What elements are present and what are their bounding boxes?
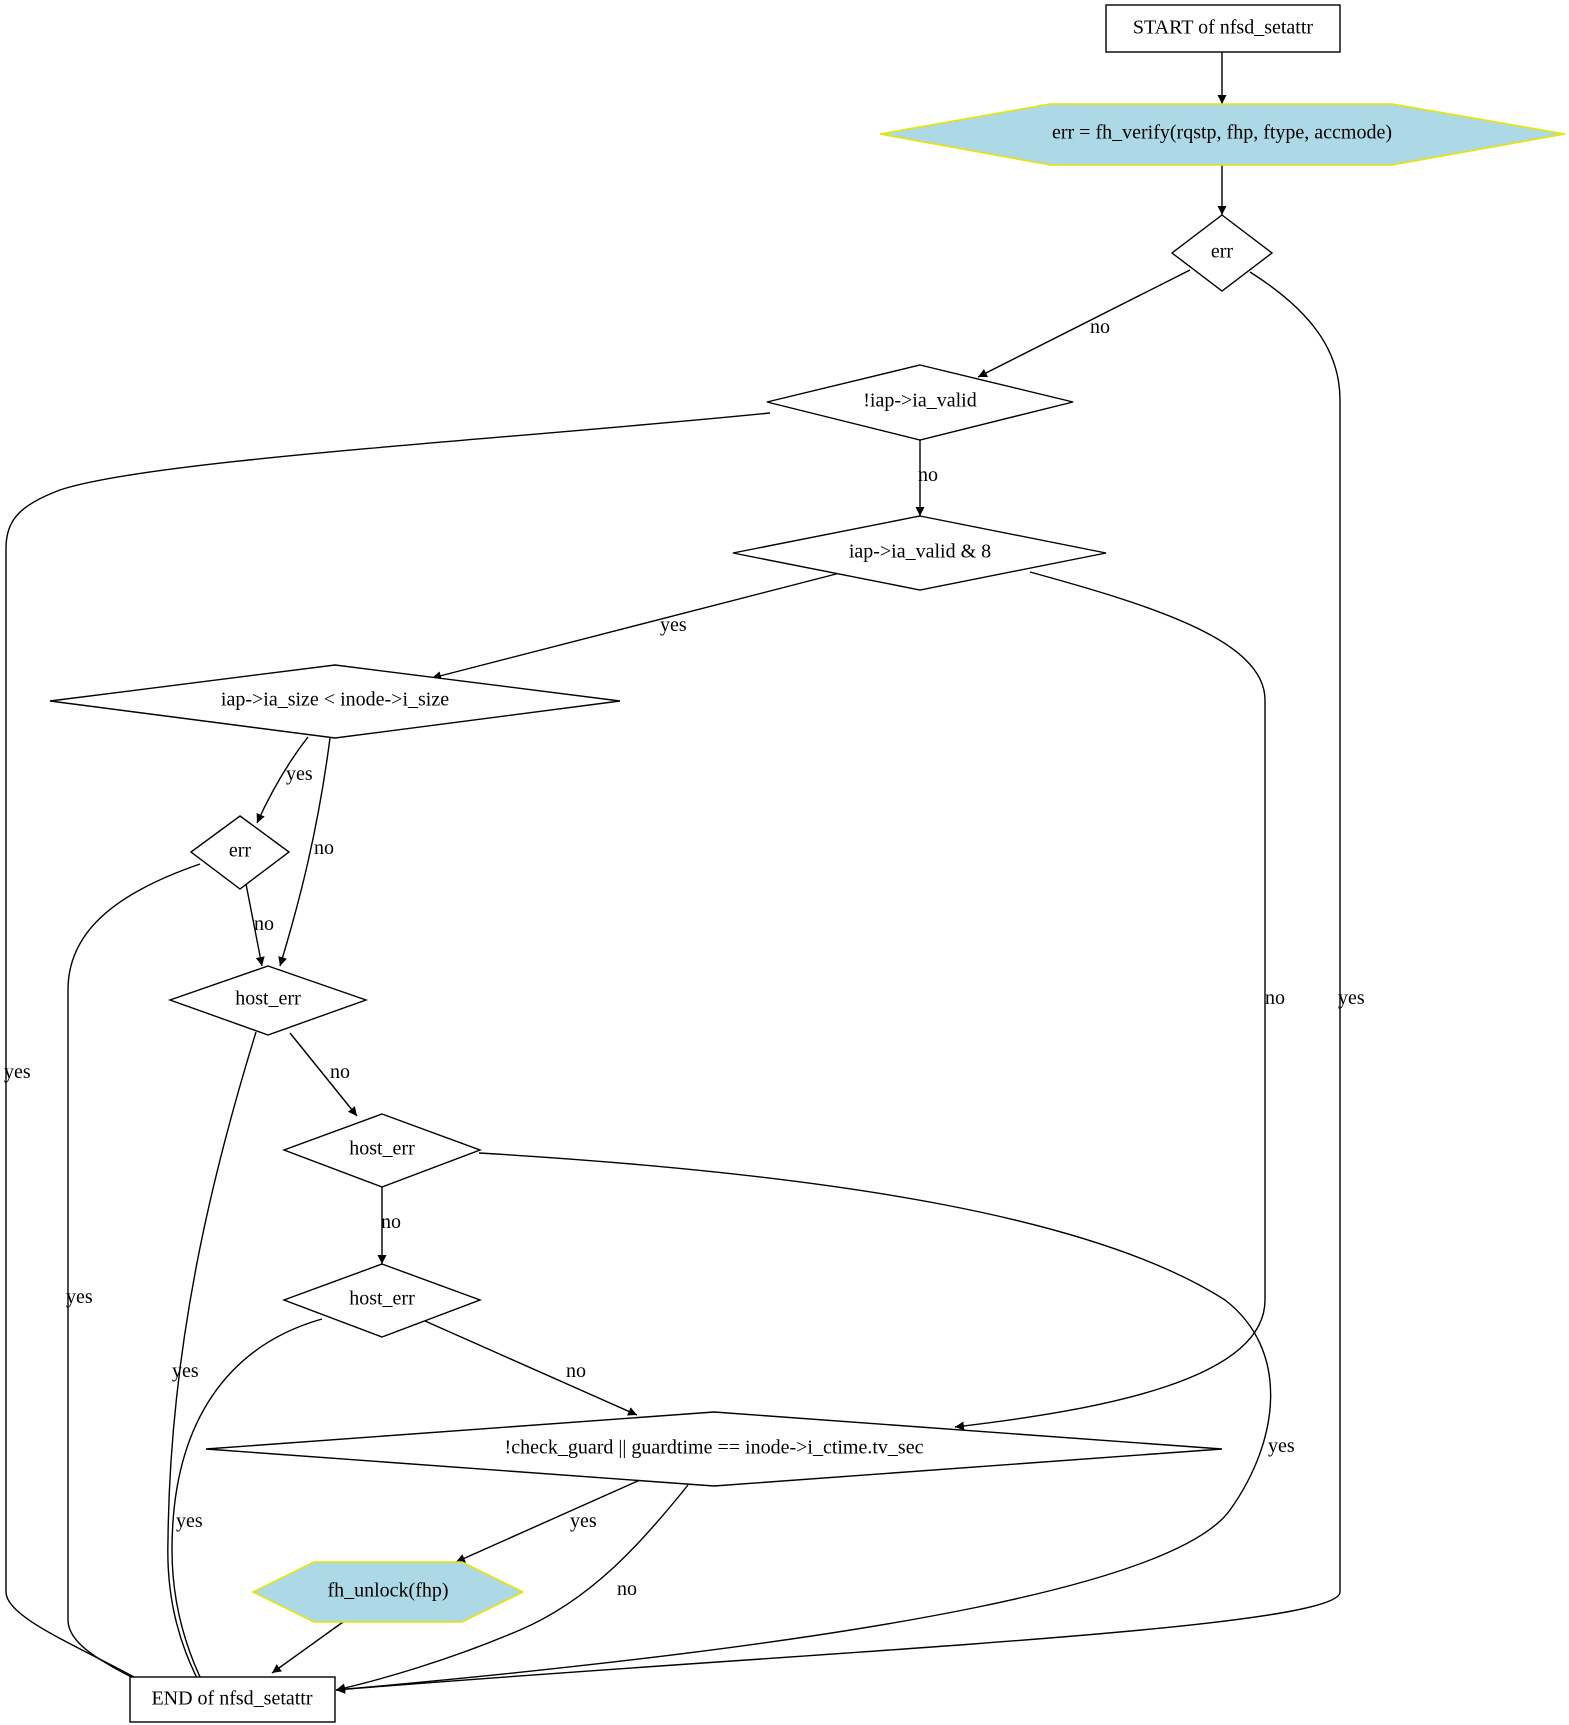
node-valid8-label: iap->ia_valid & 8: [849, 541, 991, 563]
node-err1-label: err: [1211, 241, 1234, 263]
edge-size-host1: [278, 737, 331, 967]
edge-label-host1-yes: yes: [172, 1360, 199, 1382]
node-host3-diamond: [281, 1263, 483, 1338]
node-verify-hexagon: [879, 103, 1566, 166]
edge-label-host1-no: no: [330, 1061, 350, 1083]
edge-label-host3-yes: yes: [176, 1510, 203, 1532]
node-host1-label: host_err: [235, 988, 301, 1010]
node-valid-label: !iap->ia_valid: [863, 390, 976, 412]
node-err2-label: err: [229, 840, 252, 862]
node-start: START of nfsd_setattr: [1105, 4, 1341, 53]
edge-label-err1-no: no: [1090, 316, 1110, 338]
node-start-label: START of nfsd_setattr: [1133, 17, 1313, 39]
node-err1: err: [1170, 214, 1274, 292]
node-guard-label: !check_guard || guardtime == inode->i_ct…: [505, 1437, 924, 1459]
edge-valid8-guard: [954, 571, 1266, 1431]
edge-label-valid-yes: yes: [4, 1061, 31, 1083]
edge-guard-end: [335, 1484, 689, 1693]
node-verify: err = fh_verify(rqstp, fhp, ftype, accmo…: [879, 103, 1566, 166]
edge-host1-end: [167, 1031, 257, 1698]
edge-valid-end: [5, 412, 771, 1699]
node-err1-diamond: [1170, 214, 1274, 292]
node-host1: host_err: [167, 965, 369, 1036]
edges: [5, 52, 1341, 1699]
node-size: iap->ia_size < inode->i_size: [49, 664, 621, 739]
edge-err1-valid: [977, 269, 1191, 378]
node-host2-diamond: [281, 1113, 483, 1188]
edge-label-size-no: no: [314, 837, 334, 859]
edge-host3-guard: [424, 1320, 638, 1416]
node-end-box: [129, 1676, 336, 1723]
node-size-diamond: [49, 664, 621, 739]
edge-label-host2-no: no: [381, 1211, 401, 1233]
edge-label-size-yes: yes: [286, 763, 313, 785]
edge-size-err2: [256, 736, 309, 824]
edge-labels: no yes no yes yes no yes no no yes no ye…: [4, 316, 1365, 1600]
node-valid-diamond: [766, 364, 1074, 441]
node-unlock-label: fh_unlock(fhp): [327, 1580, 448, 1602]
node-end-label: END of nfsd_setattr: [151, 1688, 312, 1710]
node-unlock: fh_unlock(fhp): [251, 1561, 525, 1623]
node-err2-diamond: [189, 815, 291, 890]
edge-err1-end: [335, 271, 1341, 1694]
node-verify-label: err = fh_verify(rqstp, fhp, ftype, accmo…: [1052, 122, 1392, 144]
node-host3: host_err: [281, 1263, 483, 1338]
node-host3-label: host_err: [349, 1288, 415, 1310]
edge-label-guard-no: no: [617, 1578, 637, 1600]
edge-host2-end: [335, 1152, 1272, 1694]
edge-unlock-end: [271, 1621, 344, 1674]
edge-label-guard-yes: yes: [570, 1510, 597, 1532]
edge-label-host3-no: no: [566, 1360, 586, 1382]
edge-host1-host2: [289, 1032, 358, 1117]
edge-label-err1-yes: yes: [1338, 987, 1365, 1009]
edge-err2-host1: [245, 883, 265, 967]
edge-guard-unlock: [455, 1479, 641, 1563]
edge-label-err2-no: no: [254, 913, 274, 935]
node-err2: err: [189, 815, 291, 890]
node-end: END of nfsd_setattr: [129, 1676, 336, 1723]
node-host1-diamond: [167, 965, 369, 1036]
edge-valid8-size: [431, 572, 841, 681]
edge-label-err2-yes: yes: [66, 1286, 93, 1308]
node-valid8: iap->ia_valid & 8: [732, 515, 1107, 591]
node-size-label: iap->ia_size < inode->i_size: [221, 689, 449, 711]
edge-host3-end: [171, 1318, 323, 1698]
node-unlock-hexagon: [251, 1561, 525, 1623]
node-host2: host_err: [281, 1113, 483, 1188]
edge-label-valid8-no: no: [1265, 987, 1285, 1009]
edge-label-valid8-yes: yes: [660, 614, 687, 636]
edge-err2-end: [67, 863, 201, 1699]
node-start-box: [1105, 4, 1341, 53]
node-valid: !iap->ia_valid: [766, 364, 1074, 441]
edge-label-valid-no: no: [918, 464, 938, 486]
node-guard: !check_guard || guardtime == inode->i_ct…: [205, 1411, 1223, 1487]
node-guard-diamond: [205, 1411, 1223, 1487]
edge-label-host2-yes: yes: [1268, 1435, 1295, 1457]
node-host2-label: host_err: [349, 1138, 415, 1160]
node-valid8-diamond: [732, 515, 1107, 591]
